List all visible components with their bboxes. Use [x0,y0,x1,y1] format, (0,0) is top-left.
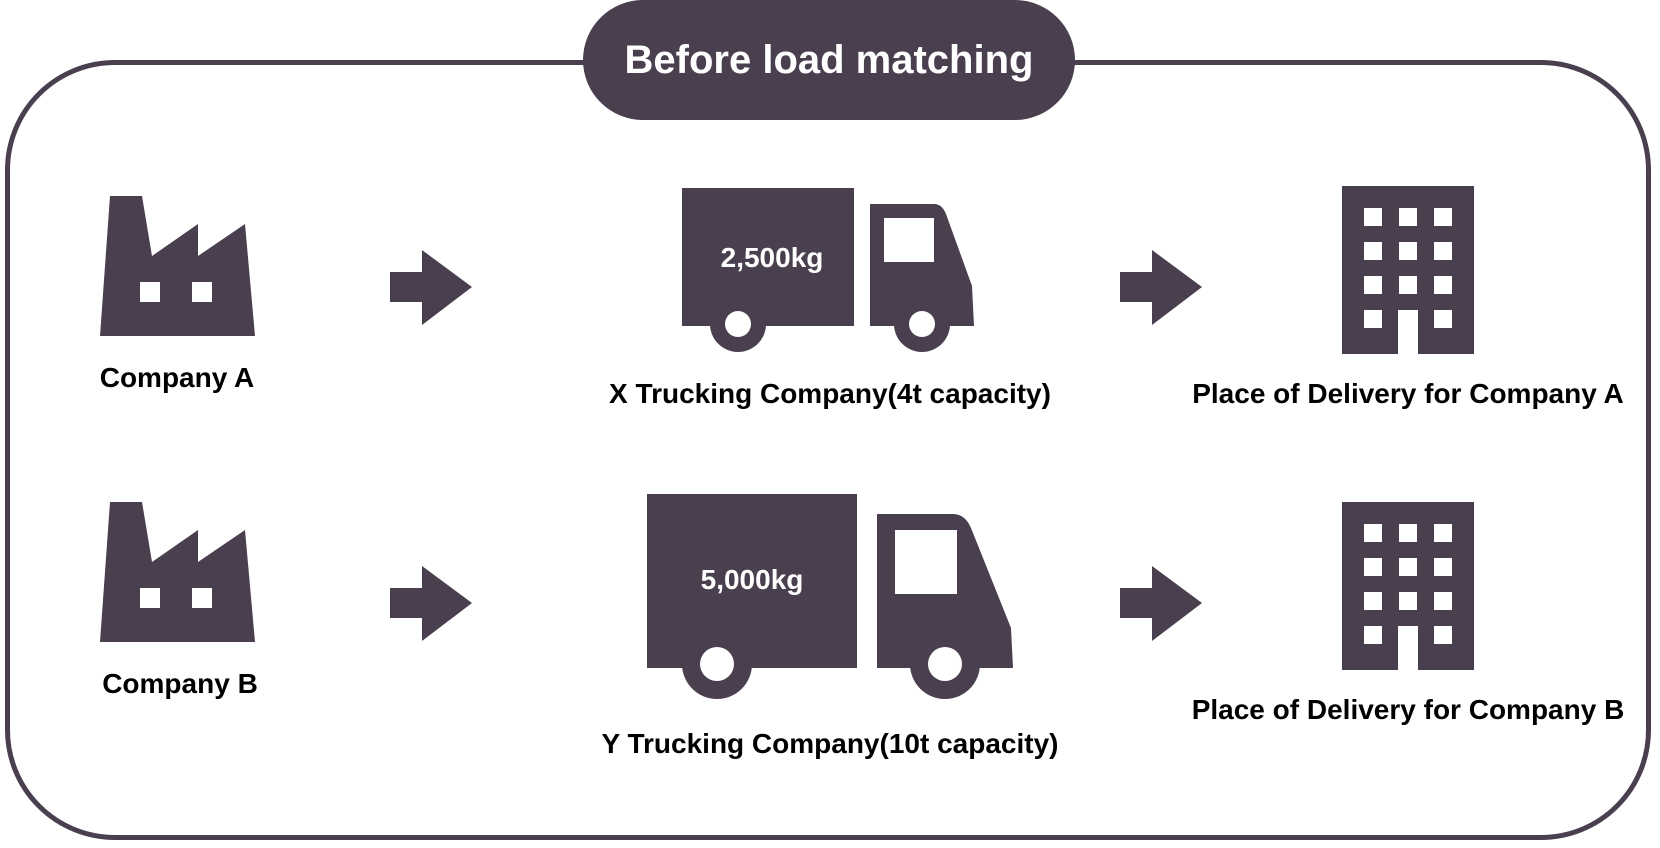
building-icon [1342,502,1474,670]
arrow-right-icon [390,566,472,644]
truck-label-x: X Trucking Company(4t capacity) [609,378,1051,409]
truck-icon [645,492,1017,702]
truck-load-x: 2,500kg [720,242,824,273]
truck-label-y: Y Trucking Company(10t capacity) [601,728,1059,759]
factory-icon [100,196,260,336]
arrow-right-icon [1120,566,1202,644]
truck-load-y: 5,000kg [700,564,804,595]
arrow-right-icon [390,250,472,328]
factory-icon [100,502,260,642]
arrow-right-icon [1120,250,1202,328]
building-icon [1342,186,1474,354]
diagram-title: Before load matching [583,0,1075,120]
shipper-label-a: Company A [99,362,255,393]
destination-label-a: Place of Delivery for Company A [1192,378,1624,409]
destination-label-b: Place of Delivery for Company B [1191,694,1625,725]
truck-icon [680,186,980,354]
shipper-label-b: Company B [102,668,258,699]
